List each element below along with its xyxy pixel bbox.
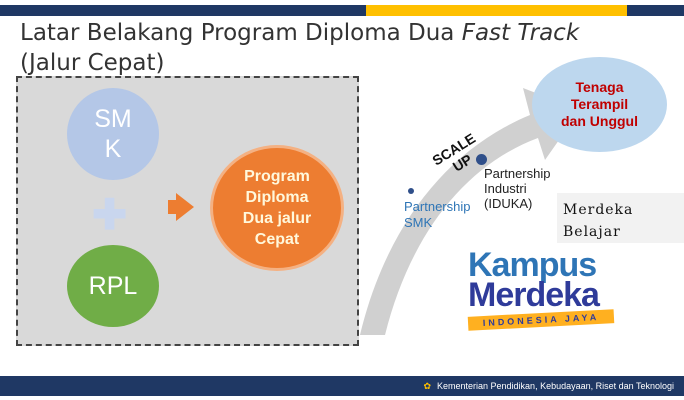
smk-circle: SM K xyxy=(67,88,159,180)
dot-marker xyxy=(476,154,487,165)
title-line2: (Jalur Cepat) xyxy=(20,50,165,76)
footer-text: Kementerian Pendidikan, Kebudayaan, Rise… xyxy=(437,381,674,391)
title-italic: Fast Track xyxy=(461,20,580,46)
merdeka-belajar-label: Merdeka Belajar xyxy=(557,193,684,243)
kampus-merdeka-logo: Kampus Merdeka INDONESIA JAYA xyxy=(467,246,638,331)
rpl-circle: RPL xyxy=(67,245,159,327)
dot-marker xyxy=(408,188,414,194)
logo-line2: Merdeka xyxy=(468,276,600,314)
footer-bar: ✿ Kementerian Pendidikan, Kebudayaan, Ris… xyxy=(0,376,684,396)
program-label: Program Diploma Dua jalur Cepat xyxy=(242,168,312,248)
rpl-label: RPL xyxy=(88,271,138,300)
slide-title: Latar Belakang Program Diploma Dua Fast … xyxy=(20,18,660,78)
top-bar-accent xyxy=(366,5,627,16)
ministry-logo-icon: ✿ xyxy=(423,380,431,391)
smk-label: SM K xyxy=(94,105,132,163)
top-bar xyxy=(0,5,684,16)
partnership-smk-label: Partnership SMK xyxy=(404,199,471,230)
goal-ellipse: Tenaga Terampil dan Unggul xyxy=(532,57,667,152)
partnership-industri-label: Partnership Industri (IDUKA) xyxy=(484,166,551,211)
goal-label: Tenaga Terampil dan Unggul xyxy=(561,79,638,129)
arrow-head-icon xyxy=(176,193,194,221)
plus-icon: ✚ xyxy=(92,191,128,238)
title-text: Latar Belakang Program Diploma Dua xyxy=(20,20,462,46)
logo-line1: Kampus xyxy=(468,246,597,284)
program-circle: Program Diploma Dua jalur Cepat xyxy=(210,145,344,271)
arrow-right-icon xyxy=(168,200,178,214)
